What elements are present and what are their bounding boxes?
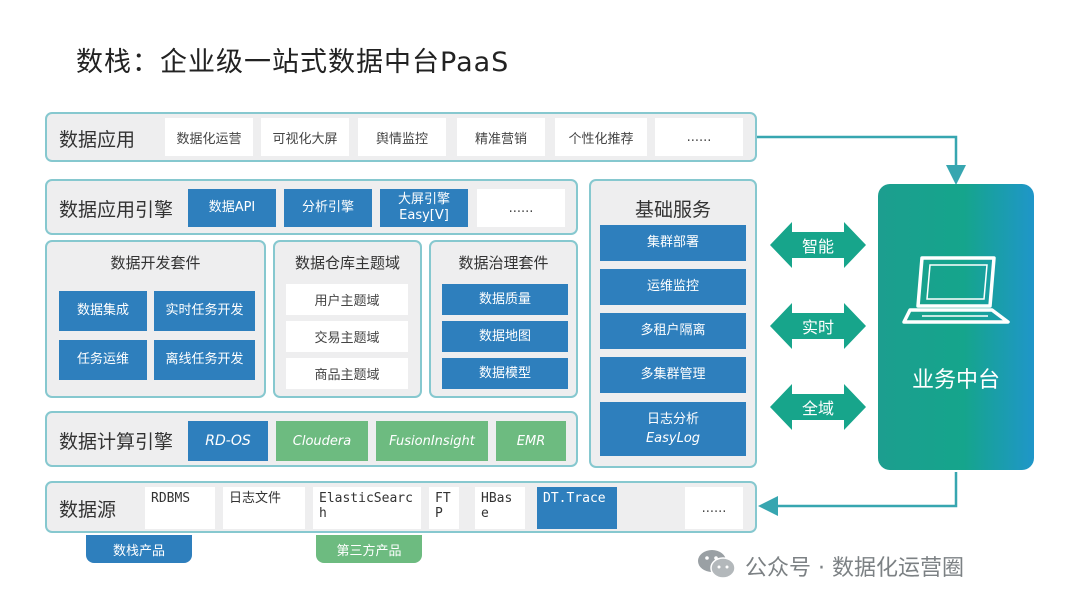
legend-own-product: 数栈产品	[86, 535, 192, 563]
watermark-text: 公众号 · 数据化运营圈	[745, 556, 964, 581]
laptop-icon	[902, 256, 1010, 324]
wechat-icon	[698, 550, 736, 579]
warehouse-item: 交易主题域	[286, 321, 408, 352]
source-item: FTP	[429, 487, 459, 529]
governance-label: 数据治理套件	[458, 254, 549, 272]
governance-item: 数据质量	[442, 284, 568, 315]
source-item: HBase	[475, 487, 525, 529]
dev-item: 实时任务开发	[154, 291, 255, 331]
compute-item: RD-OS	[188, 421, 268, 461]
source-item: RDBMS	[145, 487, 215, 529]
source-item: 日志文件	[223, 487, 305, 529]
arrow-business-to-source	[758, 472, 958, 516]
governance-item: 数据模型	[442, 358, 568, 389]
compute-engine-label: 数据计算引擎	[59, 431, 174, 453]
dev-item: 数据集成	[59, 291, 147, 331]
data-source-panel: 数据源 RDBMS 日志文件 ElasticSearch FTP HBase D…	[45, 481, 757, 533]
app-item: 可视化大屏	[261, 118, 349, 156]
dev-suite-label: 数据开发套件	[110, 254, 201, 272]
warehouse-label: 数据仓库主题域	[294, 254, 400, 272]
engine-item: 数据API	[188, 189, 276, 227]
data-engine-panel: 数据应用引擎 数据API 分析引擎 大屏引擎 Easy[V] ......	[45, 179, 578, 235]
warehouse-panel: 数据仓库主题域 用户主题域 交易主题域 商品主题域	[273, 240, 422, 398]
basic-services-panel: 基础服务 集群部署 运维监控 多租户隔离 多集群管理 日志分析 EasyLog	[589, 179, 757, 468]
double-arrow-shape	[770, 384, 866, 430]
engine-item-screen: 大屏引擎 Easy[V]	[380, 189, 468, 227]
arrow-app-to-business	[757, 135, 966, 185]
basic-item-log-line1: 日志分析	[646, 412, 699, 427]
governance-item: 数据地图	[442, 321, 568, 352]
engine-item: ......	[477, 189, 565, 227]
basic-services-label: 基础服务	[634, 199, 711, 221]
source-item: ElasticSearch	[313, 487, 421, 529]
compute-item: FusionInsight	[376, 421, 488, 461]
data-application-panel: 数据应用 数据化运营 可视化大屏 舆情监控 精准营销 个性化推荐 ......	[45, 112, 757, 162]
compute-item: EMR	[496, 421, 566, 461]
basic-item: 运维监控	[600, 269, 746, 305]
warehouse-item: 商品主题域	[286, 358, 408, 389]
engine-item: 分析引擎	[284, 189, 372, 227]
data-application-label: 数据应用	[59, 129, 136, 151]
data-engine-label: 数据应用引擎	[59, 199, 174, 221]
app-item: 数据化运营	[165, 118, 253, 156]
basic-item: 集群部署	[600, 225, 746, 261]
basic-item: 多租户隔离	[600, 313, 746, 349]
app-item: 精准营销	[457, 118, 545, 156]
source-item: DT.Trace	[537, 487, 617, 529]
app-item: 舆情监控	[358, 118, 446, 156]
basic-item: 多集群管理	[600, 357, 746, 393]
arrow-label: 全域	[801, 399, 834, 418]
dev-item: 离线任务开发	[154, 340, 255, 380]
engine-item-line1: 大屏引擎	[397, 192, 450, 207]
dev-suite-panel: 数据开发套件 数据集成 实时任务开发 任务运维 离线任务开发	[45, 240, 266, 398]
compute-engine-panel: 数据计算引擎 RD-OS Cloudera FusionInsight EMR	[45, 411, 578, 467]
app-item: ......	[655, 118, 743, 156]
governance-panel: 数据治理套件 数据质量 数据地图 数据模型	[429, 240, 578, 398]
app-item: 个性化推荐	[555, 118, 647, 156]
data-source-label: 数据源	[59, 499, 117, 521]
double-arrow-shape	[770, 303, 866, 349]
business-platform-box: 业务中台	[878, 184, 1034, 470]
arrow-label: 智能	[801, 237, 834, 256]
arrow-label: 实时	[801, 318, 834, 337]
compute-item: Cloudera	[276, 421, 368, 461]
basic-item-log-line2: EasyLog	[645, 431, 701, 446]
dev-item: 任务运维	[59, 340, 147, 380]
basic-item-log: 日志分析 EasyLog	[600, 402, 746, 456]
legend-third-party-product: 第三方产品	[316, 535, 422, 563]
page-title: 数栈：企业级一站式数据中台PaaS	[76, 47, 510, 78]
double-arrow-shape	[770, 222, 866, 268]
engine-item-line2: Easy[V]	[399, 208, 449, 223]
source-item: ......	[685, 487, 743, 529]
business-platform-label: 业务中台	[911, 368, 1000, 393]
warehouse-item: 用户主题域	[286, 284, 408, 315]
